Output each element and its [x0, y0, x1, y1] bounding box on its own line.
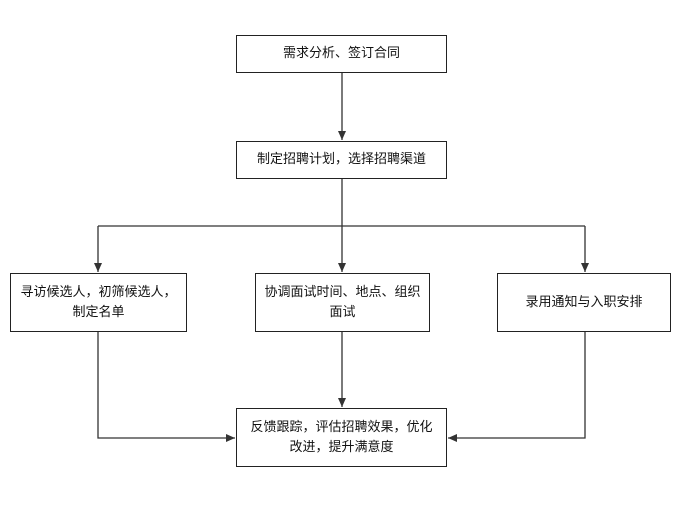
- node-label: 录用通知与入职安排: [525, 294, 643, 310]
- node-label: 制定招聘计划，选择招聘渠道: [256, 152, 426, 167]
- node-coordinate-interview: 协调面试时间、地点、组织面试: [255, 273, 430, 332]
- node-search-candidates: 寻访候选人，初筛候选人，制定名单: [10, 273, 187, 332]
- node-offer-onboarding: 录用通知与入职安排: [497, 273, 671, 332]
- node-needs-analysis: 需求分析、签订合同: [236, 35, 447, 73]
- node-label: 寻访候选人，初筛候选人，制定名单: [20, 284, 177, 320]
- node-label: 协调面试时间、地点、组织面试: [264, 284, 421, 320]
- node-recruit-plan: 制定招聘计划，选择招聘渠道: [236, 141, 447, 179]
- arrow-offer-to-feedback: [448, 332, 586, 442]
- node-label: 反馈跟踪，评估招聘效果，优化改进，提升满意度: [250, 419, 433, 455]
- node-feedback: 反馈跟踪，评估招聘效果，优化改进，提升满意度: [236, 408, 447, 467]
- node-label: 需求分析、签订合同: [282, 46, 400, 61]
- arrow-search-to-feedback: [97, 332, 235, 442]
